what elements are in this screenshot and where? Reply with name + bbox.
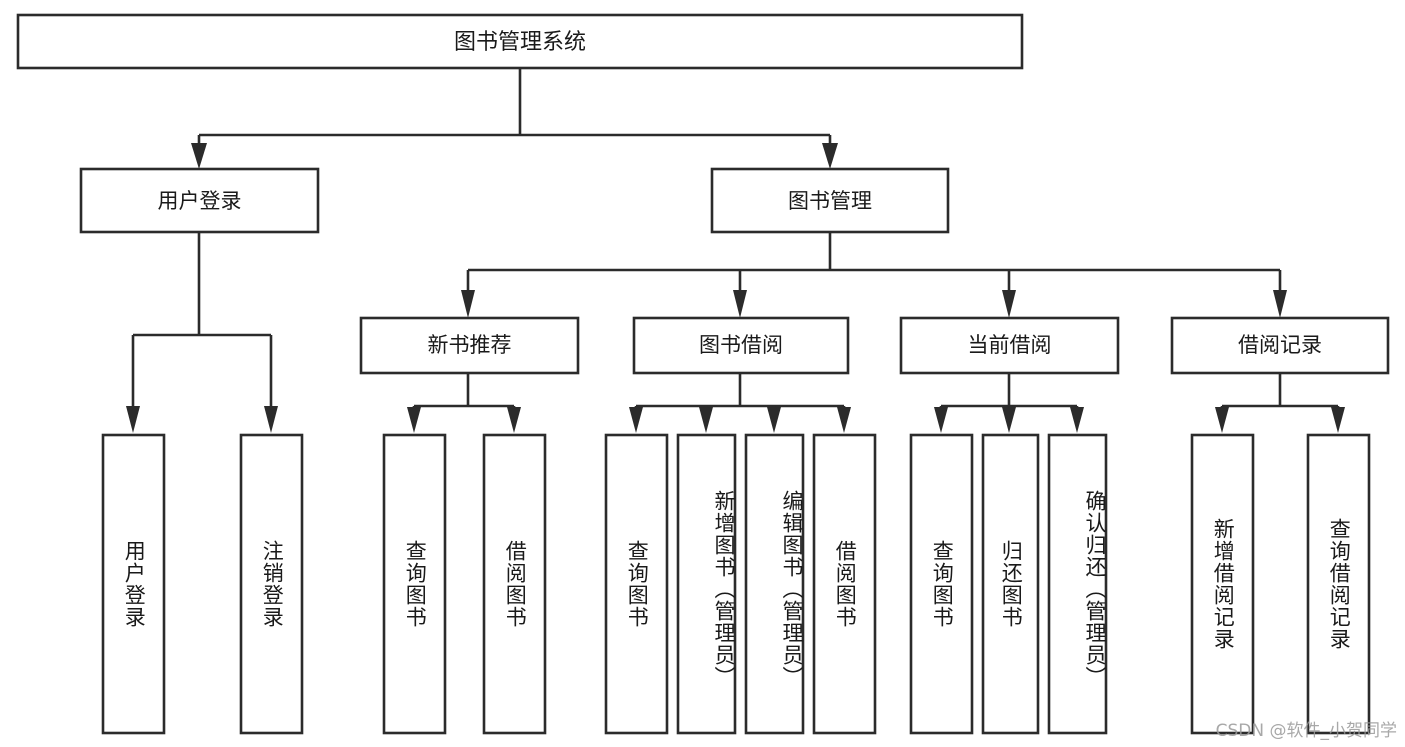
- node-new-book-rec-box[interactable]: [359, 316, 580, 375]
- node-new-book-rec-label: 新书推荐: [428, 333, 512, 357]
- arrow-head-user-login: [191, 143, 207, 169]
- node-book-borrow-label: 图书借阅: [699, 333, 783, 357]
- node-book-manage-label: 图书管理: [788, 189, 872, 213]
- arrow-head-leaf-query-book-3: [934, 407, 948, 433]
- arrow-head-leaf-user-logout: [264, 406, 278, 433]
- arrow-head-book-manage: [822, 143, 838, 169]
- node-borrow-record-label: 借阅记录: [1238, 333, 1322, 357]
- arrow-head-leaf-add-book: [699, 407, 713, 433]
- arrow-head-new-book-rec: [461, 290, 475, 318]
- arrow-head-leaf-confirm-return: [1070, 407, 1084, 433]
- arrow-head-leaf-edit-book: [767, 407, 781, 433]
- arrow-head-current-borrow: [1002, 290, 1016, 318]
- arrow-head-leaf-add-record: [1215, 407, 1229, 433]
- leaf-add-book-box[interactable]: [676, 433, 737, 735]
- arrow-head-leaf-query-book-2: [629, 407, 643, 433]
- leaf-confirm-return-box[interactable]: [1047, 433, 1108, 735]
- leaf-query-book-3-box[interactable]: [909, 433, 974, 735]
- leaf-borrow-book-1-box[interactable]: [482, 433, 547, 735]
- node-user-login-label: 用户登录: [158, 189, 242, 213]
- leaf-borrow-book-2-box[interactable]: [812, 433, 877, 735]
- arrow-head-leaf-user-login: [126, 406, 140, 433]
- connector-group-new-book-rec: [407, 373, 521, 433]
- node-current-borrow-box[interactable]: [899, 316, 1120, 375]
- arrow-head-leaf-query-record: [1331, 407, 1345, 433]
- leaf-add-record-box[interactable]: [1190, 433, 1255, 735]
- node-book-manage-box[interactable]: [710, 167, 950, 234]
- leaf-user-logout-box[interactable]: [239, 433, 304, 735]
- leaf-query-book-1-box[interactable]: [382, 433, 447, 735]
- connector-group-current-borrow: [934, 373, 1084, 433]
- connector-group-root: [191, 68, 838, 169]
- node-borrow-record-box[interactable]: [1170, 316, 1390, 375]
- node-root-label: 图书管理系统: [454, 30, 586, 55]
- leaf-query-book-2-box[interactable]: [604, 433, 669, 735]
- arrow-head-book-borrow: [733, 290, 747, 318]
- arrow-head-leaf-return-book: [1002, 407, 1016, 433]
- leaf-edit-book-box[interactable]: [744, 433, 805, 735]
- leaf-user-login-box[interactable]: [101, 433, 166, 735]
- connector-group-borrow-record: [1215, 373, 1345, 433]
- leaf-return-book-box[interactable]: [981, 433, 1040, 735]
- arrow-head-leaf-query-book-1: [407, 407, 421, 433]
- node-book-borrow-box[interactable]: [632, 316, 850, 375]
- node-root-box[interactable]: [16, 13, 1024, 70]
- connector-group-book-borrow: [629, 373, 851, 433]
- arrow-head-borrow-record: [1273, 290, 1287, 318]
- connector-group-user-login: [126, 232, 278, 433]
- arrow-head-leaf-borrow-book-1: [507, 407, 521, 433]
- node-current-borrow-label: 当前借阅: [968, 333, 1052, 357]
- leaf-query-record-box[interactable]: [1306, 433, 1371, 735]
- connector-group-book-manage: [461, 232, 1287, 318]
- node-user-login-box[interactable]: [79, 167, 320, 234]
- arrow-head-leaf-borrow-book-2: [837, 407, 851, 433]
